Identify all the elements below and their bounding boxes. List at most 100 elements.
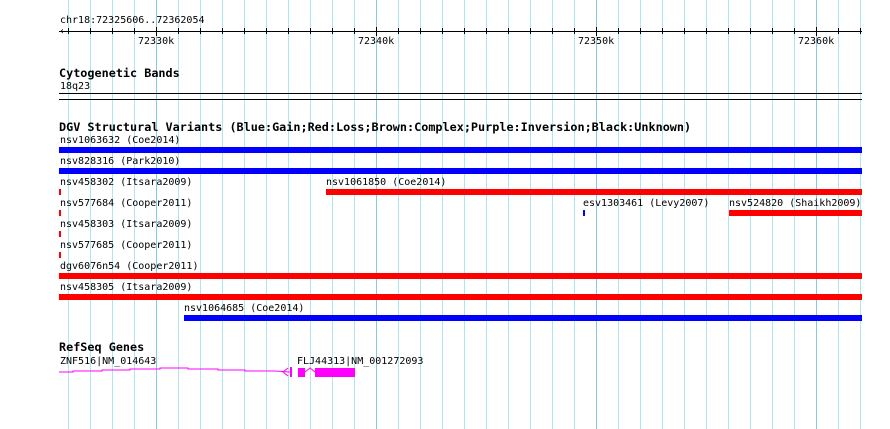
region-label: chr18:72325606..72362054 <box>60 15 205 26</box>
ruler-tick <box>772 28 773 34</box>
ruler-tick <box>288 28 289 34</box>
ruler-tick <box>860 28 861 34</box>
grid-line <box>68 0 69 429</box>
variant-label[interactable]: nsv458305 (Itsara2009) <box>60 282 193 293</box>
tick-label: 72330k <box>138 36 175 47</box>
grid-line <box>288 0 289 429</box>
ruler-tick <box>68 28 69 34</box>
tick-label: 72360k <box>798 36 835 47</box>
cytoband-line <box>59 93 862 94</box>
variant-label[interactable]: nsv577685 (Cooper2011) <box>60 240 193 251</box>
ruler-tick <box>442 28 443 34</box>
variant-bar-loss[interactable] <box>59 210 61 216</box>
variant-bar-loss[interactable] <box>326 189 862 195</box>
variant-bar-loss[interactable] <box>59 189 61 195</box>
grid-line <box>156 0 157 429</box>
strand-arrow-icon <box>282 367 289 377</box>
variant-label[interactable]: nsv1061850 (Coe2014) <box>326 177 447 188</box>
variant-bar-loss[interactable] <box>59 273 862 279</box>
variant-label[interactable]: nsv1063632 (Coe2014) <box>60 135 181 146</box>
ruler-tick <box>156 27 157 36</box>
grid-line <box>266 0 267 429</box>
grid-line <box>530 0 531 429</box>
variant-label[interactable]: nsv524820 (Shaikh2009) <box>729 198 862 209</box>
grid-line <box>134 0 135 429</box>
gene-label[interactable]: ZNF516|NM_014643 <box>60 356 157 367</box>
ruler-tick <box>112 28 113 34</box>
ruler-tick <box>486 28 487 34</box>
ruler-tick <box>244 28 245 34</box>
ruler-tick <box>618 28 619 34</box>
tick-label: 72340k <box>358 36 395 47</box>
variant-bar-gain[interactable] <box>59 168 862 174</box>
grid-line <box>684 0 685 429</box>
variant-bar-loss[interactable] <box>729 210 862 216</box>
variant-label[interactable]: nsv458303 (Itsara2009) <box>60 219 193 230</box>
gene-znf516-intron <box>59 367 291 373</box>
ruler-tick <box>310 28 311 34</box>
ruler-tick <box>794 28 795 34</box>
ruler-tick <box>134 28 135 34</box>
ruler-tick <box>662 28 663 34</box>
gene-znf516-exon <box>290 367 292 377</box>
grid-line <box>640 0 641 429</box>
ruler-tick <box>640 28 641 34</box>
grid-line <box>662 0 663 429</box>
grid-line <box>596 0 597 429</box>
grid-line <box>332 0 333 429</box>
grid-line <box>552 0 553 429</box>
dgv-track-title[interactable]: DGV Structural Variants (Blue:Gain;Red:L… <box>59 120 692 134</box>
grid-line <box>618 0 619 429</box>
variant-label[interactable]: dgv6076n54 (Cooper2011) <box>60 261 199 272</box>
gene-flj44313-exon <box>298 368 305 377</box>
variant-bar-loss[interactable] <box>59 252 61 258</box>
ruler-tick <box>178 28 179 34</box>
ruler-tick <box>552 28 553 34</box>
ruler-tick <box>530 28 531 34</box>
grid-line <box>706 0 707 429</box>
ruler-tick <box>200 28 201 34</box>
cytoband-track-title[interactable]: Cytogenetic Bands <box>59 66 180 80</box>
grid-line <box>574 0 575 429</box>
grid-line <box>420 0 421 429</box>
grid-line <box>178 0 179 429</box>
gene-label[interactable]: FLJ44313|NM_001272093 <box>297 356 424 367</box>
ruler-tick <box>90 28 91 34</box>
variant-label[interactable]: nsv458302 (Itsara2009) <box>60 177 193 188</box>
ruler-tick <box>266 28 267 34</box>
grid-line <box>310 0 311 429</box>
variant-label[interactable]: esv1303461 (Levy2007) <box>583 198 710 209</box>
ruler-tick <box>596 27 597 36</box>
refseq-track-title[interactable]: RefSeq Genes <box>59 340 145 354</box>
variant-bar-loss[interactable] <box>59 231 61 237</box>
ruler-tick <box>750 28 751 34</box>
ruler-tick <box>838 28 839 34</box>
tick-label: 72350k <box>578 36 615 47</box>
variant-label[interactable]: nsv1064685 (Coe2014) <box>184 303 305 314</box>
scroll-left-arrow-icon[interactable]: ‹ <box>59 26 66 37</box>
grid-line <box>442 0 443 429</box>
ruler-tick <box>376 27 377 36</box>
ruler-tick <box>684 28 685 34</box>
ruler-tick <box>464 28 465 34</box>
variant-bar-gain[interactable] <box>583 210 585 216</box>
variant-bar-gain[interactable] <box>184 315 862 321</box>
grid-line <box>244 0 245 429</box>
grid-line <box>486 0 487 429</box>
ruler-tick <box>332 28 333 34</box>
cytoband-line <box>59 99 862 100</box>
ruler-tick <box>354 28 355 34</box>
variant-label[interactable]: nsv828316 (Park2010) <box>60 156 181 167</box>
gene-flj44313-intron <box>304 367 316 373</box>
variant-label[interactable]: nsv577684 (Cooper2011) <box>60 198 193 209</box>
variant-bar-gain[interactable] <box>59 147 862 153</box>
grid-line <box>464 0 465 429</box>
grid-line <box>508 0 509 429</box>
ruler-tick <box>816 27 817 36</box>
grid-line <box>112 0 113 429</box>
ruler-tick <box>508 28 509 34</box>
ruler-tick <box>706 28 707 34</box>
variant-bar-loss[interactable] <box>59 294 862 300</box>
